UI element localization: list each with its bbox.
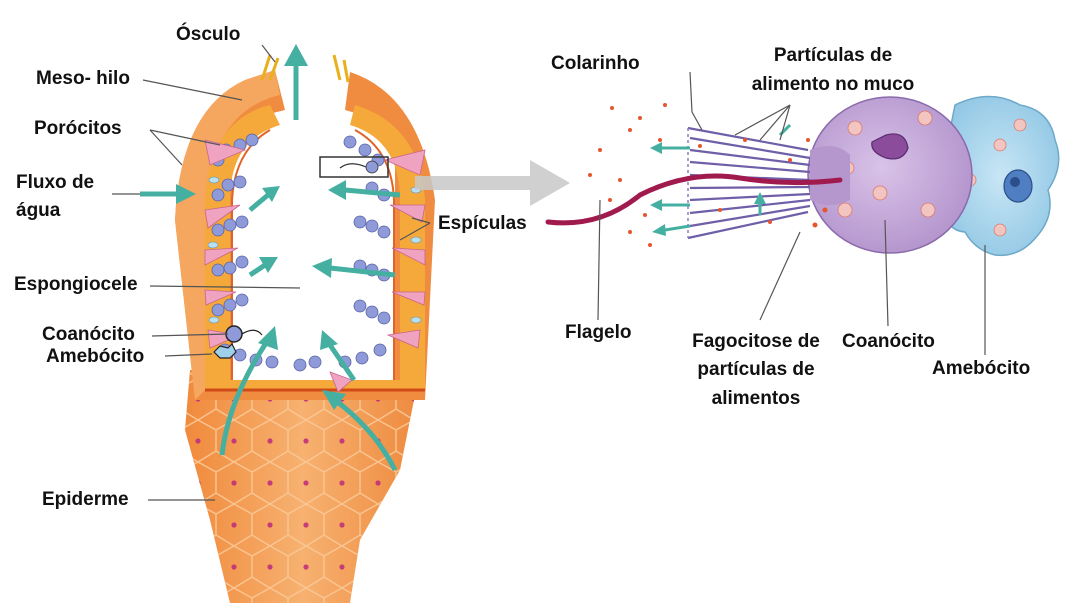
label-porocitos: Porócitos (34, 118, 122, 140)
label-amebocito-right: Amebócito (932, 358, 1030, 380)
sponge-body (140, 44, 435, 603)
label-epiderme: Epiderme (42, 489, 129, 511)
label-agua: água (16, 200, 60, 222)
label-fagocitose-line3: alimentos (676, 388, 836, 410)
label-coanocito-left: Coanócito (42, 324, 135, 346)
choanocyte-highlight (226, 326, 242, 342)
label-amebocito-left: Amebócito (46, 346, 144, 368)
label-particulas-line2: alimento no muco (728, 74, 938, 96)
label-fagocitose-line2: partículas de (676, 359, 836, 381)
label-colarinho: Colarinho (551, 53, 640, 75)
zoom-arrow-icon (415, 160, 570, 206)
label-flagelo: Flagelo (565, 322, 632, 344)
label-osculo: Ósculo (176, 24, 240, 46)
label-espiculas: Espículas (438, 213, 527, 235)
label-meso-hilo: Meso- hilo (36, 68, 130, 90)
label-coanocito-right: Coanócito (842, 331, 935, 353)
label-espongiocele: Espongiocele (14, 274, 138, 296)
label-fluxo-de: Fluxo de (16, 172, 94, 194)
label-particulas-line1: Partículas de (728, 45, 938, 67)
label-fagocitose-line1: Fagocitose de (676, 331, 836, 353)
choanocyte-detail (548, 97, 1059, 256)
